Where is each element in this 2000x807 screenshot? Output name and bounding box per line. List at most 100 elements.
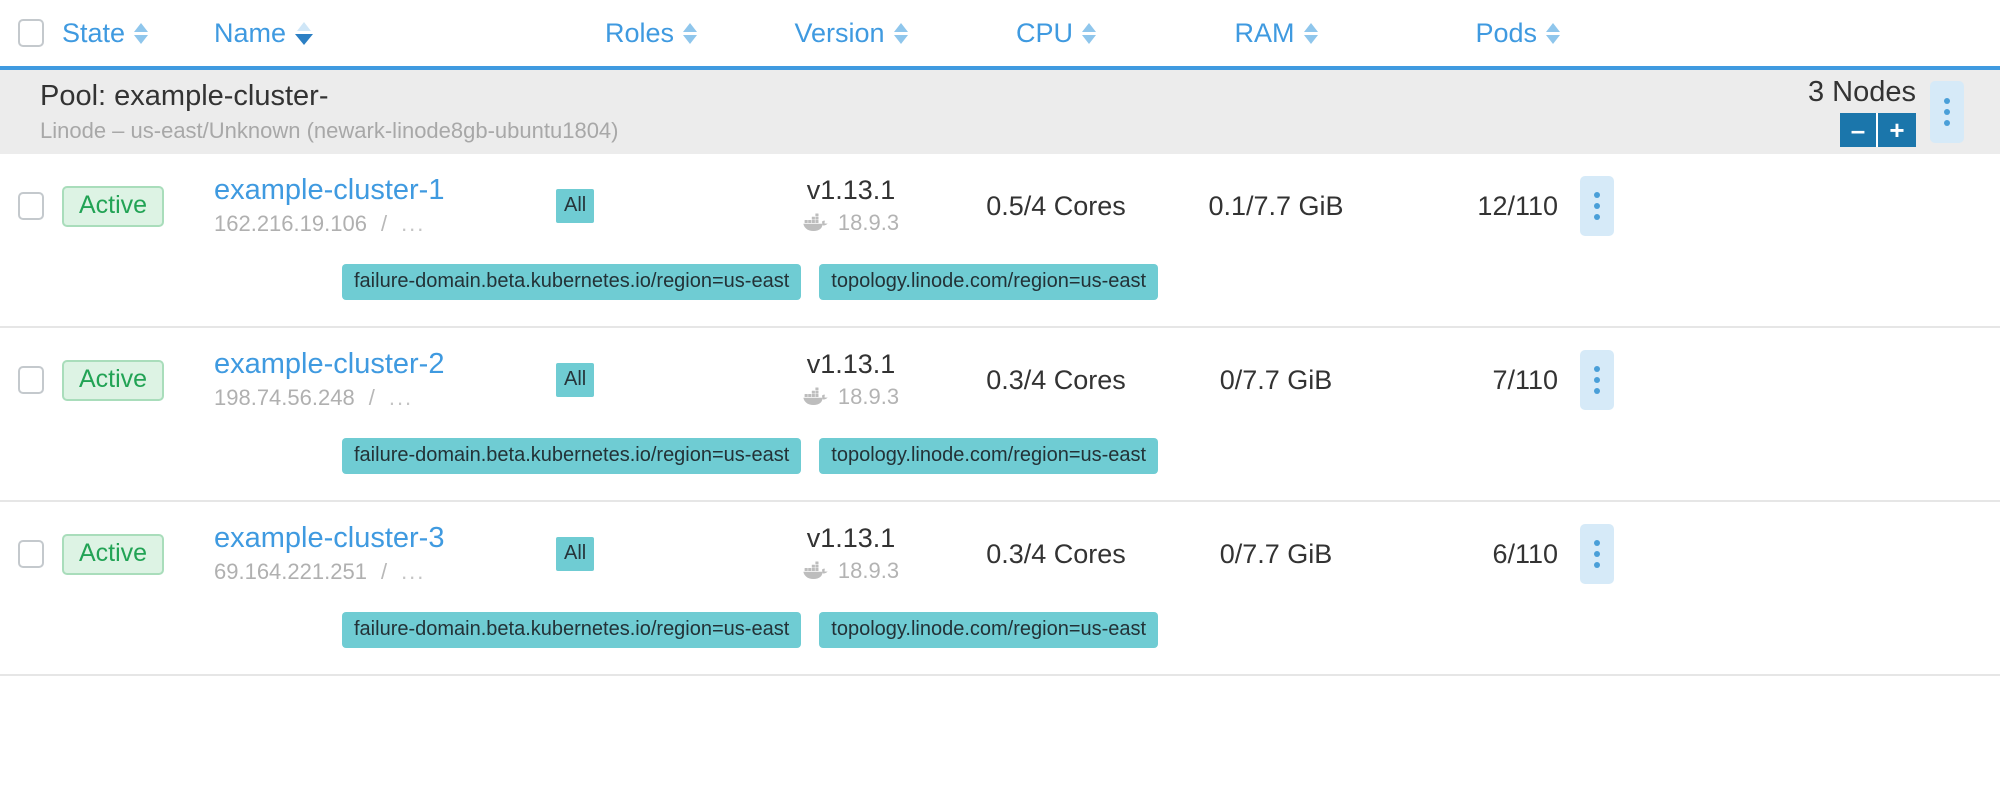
kebab-dot-icon [1944,120,1950,126]
node-name-link[interactable]: example-cluster-3 [214,522,445,555]
kebab-dot-icon [1594,214,1600,220]
node-row-main: Active example-cluster-1 162.216.19.106 … [0,154,2000,246]
column-header-cpu-label: CPU [1015,17,1073,48]
kebab-dot-icon [1944,98,1950,104]
node-row-main: Active example-cluster-3 69.164.221.251 … [0,502,2000,594]
column-header-state[interactable]: State [62,18,214,49]
node-ip-list: 162.216.19.106 / ... [214,211,556,237]
node-ip-list: 69.164.221.251 / ... [214,559,556,585]
node-labels-row: failure-domain.beta.kubernetes.io/region… [0,246,2000,326]
node-ip-address: 162.216.19.106 [214,210,367,236]
kebab-dot-icon [1594,388,1600,394]
table-header: State Name Roles Version CPU [0,0,2000,70]
pool-banner: Pool: example-cluster- Linode – us-east/… [0,70,2000,154]
ip-overflow-indicator[interactable]: ... [401,558,426,584]
table-row: Active example-cluster-3 69.164.221.251 … [0,502,2000,676]
node-name-cell: example-cluster-3 69.164.221.251 / ... [214,522,556,585]
node-ip-address: 69.164.221.251 [214,558,367,584]
node-roles-cell: All [556,189,746,223]
docker-version: 18.9.3 [837,383,900,409]
docker-whale-icon [803,213,828,232]
node-name-link[interactable]: example-cluster-2 [214,348,445,381]
docker-whale-icon [803,387,828,406]
ip-separator: / [380,558,388,584]
node-stepper: – + [1840,112,1916,147]
ip-overflow-indicator[interactable]: ... [401,210,426,236]
column-header-name-label: Name [214,17,287,48]
column-header-state-label: State [62,17,126,48]
node-version-cell: v1.13.1 [746,523,956,584]
docker-version-line: 18.9.3 [803,384,899,410]
column-header-pods[interactable]: Pods [1396,18,1566,49]
node-roles-cell: All [556,363,746,397]
pool-title: Pool: example-cluster- [40,80,329,113]
column-header-ram[interactable]: RAM [1156,18,1396,49]
column-header-ram-label: RAM [1234,17,1295,48]
role-chip: All [556,189,595,223]
sort-icon[interactable] [1082,22,1096,44]
column-header-roles[interactable]: Roles [556,18,746,49]
node-actions-cell [1566,350,1676,410]
node-cpu-cell: 0.5/4 Cores [986,190,1126,221]
node-ram-cell: 0/7.7 GiB [1219,538,1333,569]
node-label-chip: failure-domain.beta.kubernetes.io/region… [342,438,802,474]
docker-version: 18.9.3 [837,557,900,583]
node-action-menu-button[interactable] [1580,350,1614,410]
node-cpu-cell: 0.3/4 Cores [986,364,1126,395]
pool-action-menu-button[interactable] [1930,81,1964,143]
row-select-checkbox[interactable] [18,540,44,568]
node-label-chip: topology.linode.com/region=us-east [819,612,1159,648]
role-chip: All [556,537,595,571]
row-checkbox-cell [0,540,62,568]
row-select-checkbox[interactable] [18,366,44,394]
decrement-nodes-button[interactable]: – [1840,112,1878,147]
column-header-version[interactable]: Version [746,18,956,49]
ip-separator: / [368,384,375,410]
status-badge: Active [62,359,165,401]
kebab-dot-icon [1594,366,1600,372]
node-ram-cell: 0/7.7 GiB [1219,364,1333,395]
status-badge: Active [62,185,165,227]
sort-icon[interactable] [134,22,149,44]
node-pods-cell: 6/110 [1492,538,1558,569]
node-labels-row: failure-domain.beta.kubernetes.io/region… [0,594,2000,674]
sort-icon[interactable] [295,21,314,45]
sort-icon[interactable] [1303,22,1318,44]
node-name-cell: example-cluster-2 198.74.56.248 / ... [214,348,556,411]
node-actions-cell [1566,524,1676,584]
node-name-link[interactable]: example-cluster-1 [214,174,445,207]
role-chip: All [556,363,595,397]
column-header-name[interactable]: Name [214,18,556,49]
ip-separator: / [380,210,388,236]
node-version-cell: v1.13.1 [746,175,956,236]
kubernetes-version: v1.13.1 [806,523,896,554]
node-state-cell: Active [62,359,214,401]
sort-icon[interactable] [683,22,698,44]
column-header-roles-label: Roles [604,17,675,48]
pool-controls: 3 Nodes – + [1808,70,2000,154]
status-badge: Active [62,533,165,575]
node-action-menu-button[interactable] [1580,524,1614,584]
kebab-dot-icon [1594,192,1600,198]
node-label-chip: failure-domain.beta.kubernetes.io/region… [342,612,802,648]
column-header-pods-label: Pods [1475,17,1537,48]
table-row: Active example-cluster-2 198.74.56.248 /… [0,328,2000,502]
node-action-menu-button[interactable] [1580,176,1614,236]
node-count-label: 3 Nodes [1807,75,1916,108]
node-label-chip: failure-domain.beta.kubernetes.io/region… [342,264,802,300]
sort-icon[interactable] [1546,22,1560,44]
row-select-checkbox[interactable] [18,192,44,220]
select-all-checkbox[interactable] [18,19,44,47]
kubernetes-version: v1.13.1 [806,349,896,380]
node-ram-cell: 0.1/7.7 GiB [1208,190,1344,221]
node-ip-list: 198.74.56.248 / ... [214,385,556,411]
sort-icon[interactable] [893,22,908,44]
increment-nodes-button[interactable]: + [1878,112,1916,147]
ip-overflow-indicator[interactable]: ... [388,384,414,410]
column-header-cpu[interactable]: CPU [956,18,1156,49]
node-labels-row: failure-domain.beta.kubernetes.io/region… [0,420,2000,500]
row-checkbox-cell [0,192,62,220]
node-state-cell: Active [62,533,214,575]
kubernetes-version: v1.13.1 [806,175,896,206]
